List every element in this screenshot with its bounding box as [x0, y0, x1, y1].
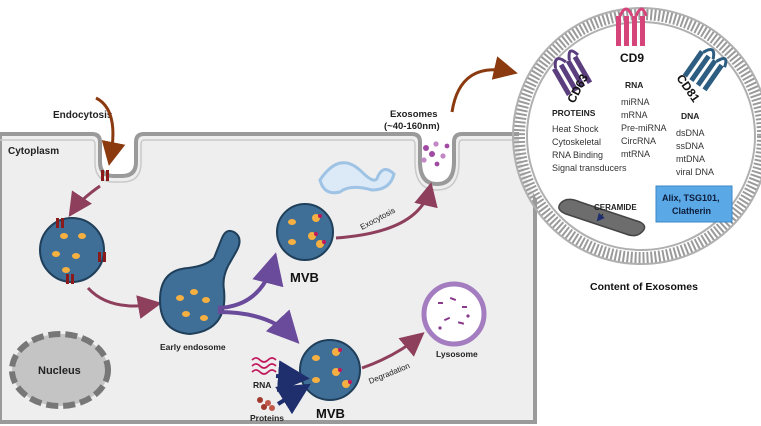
proteins-list: Heat Shock Cytoskeletal RNA Binding Sign…	[552, 124, 627, 173]
degradation-arrow	[361, 332, 425, 370]
protein-item: Signal transducers	[552, 163, 627, 173]
alix-box-line2: Clatherin	[672, 206, 711, 216]
lysosome	[421, 281, 487, 347]
plasma-membrane-inner	[0, 139, 535, 191]
cd9-label: CD9	[620, 51, 644, 65]
cd9-marker	[616, 7, 648, 46]
protein-item: RNA Binding	[552, 150, 603, 160]
released-exosomes	[421, 141, 450, 167]
dna-item: dsDNA	[676, 128, 705, 138]
endocytosis-arrow	[95, 96, 126, 166]
protein-dots	[257, 397, 275, 411]
rna-item: miRNA	[621, 97, 650, 107]
mvb-bottom	[299, 339, 361, 401]
dna-item: mtDNA	[676, 154, 705, 164]
exosomes-release-arrow	[450, 56, 518, 113]
exosomes-label: Exosomes (~40-160nm)	[384, 109, 440, 132]
rna-list: miRNA mRNA Pre-miRNA CircRNA mtRNA	[621, 97, 667, 159]
protein-item: Cytoskeletal	[552, 137, 601, 147]
rna-item: mtRNA	[621, 149, 650, 159]
rna-heading: RNA	[625, 80, 643, 90]
endosome-to-mvb-bottom-arrow	[217, 309, 300, 344]
ceramide-pointer-arrow	[596, 212, 605, 222]
rna-item: mRNA	[621, 110, 648, 120]
rna-item: CircRNA	[621, 136, 656, 146]
content-of-exosomes-title: Content of Exosomes	[590, 281, 698, 293]
ceramide-label: CERAMIDE	[594, 203, 637, 212]
mvb-top	[276, 203, 334, 261]
golgi-shape	[318, 161, 396, 195]
dna-item: ssDNA	[676, 141, 704, 151]
nucleus-label: Nucleus	[38, 365, 81, 377]
receptor-icon	[101, 170, 109, 181]
cd81-marker	[682, 48, 728, 92]
mvb-bottom-label: MVB	[316, 406, 345, 421]
vesicle-to-endosome-arrow	[86, 286, 162, 319]
proteins-label: Proteins	[250, 413, 284, 423]
mvb-top-label: MVB	[290, 270, 319, 285]
cd63-marker	[552, 49, 593, 96]
endocytosis-label: Endocytosis	[53, 110, 113, 121]
dna-list: dsDNA ssDNA mtDNA viral DNA	[676, 128, 714, 177]
protein-item: Heat Shock	[552, 124, 599, 134]
proteins-arrow	[275, 383, 311, 415]
endocytic-vesicle	[39, 217, 106, 284]
exocytosis-arrow	[335, 182, 438, 240]
alix-box-line1: Alix, TSG101,	[662, 193, 720, 203]
membrane-to-vesicle-arrow	[68, 184, 101, 217]
cytoplasm-label: Cytoplasm	[8, 146, 59, 157]
rna-squiggles	[251, 357, 277, 375]
dna-heading: DNA	[681, 111, 699, 121]
nucleus	[9, 331, 111, 409]
proteins-heading: PROTEINS	[552, 108, 596, 118]
alix-tsg101-box: Alix, TSG101, Clatherin	[655, 185, 733, 223]
rna-item: Pre-miRNA	[621, 123, 667, 133]
lysosome-label: Lysosome	[436, 349, 478, 359]
endosome-to-mvb-top-arrow	[217, 252, 284, 310]
rna-arrow	[275, 360, 310, 393]
rna-label: RNA	[253, 380, 271, 390]
dna-item: viral DNA	[676, 167, 714, 177]
early-endosome-label: Early endosome	[160, 342, 226, 352]
